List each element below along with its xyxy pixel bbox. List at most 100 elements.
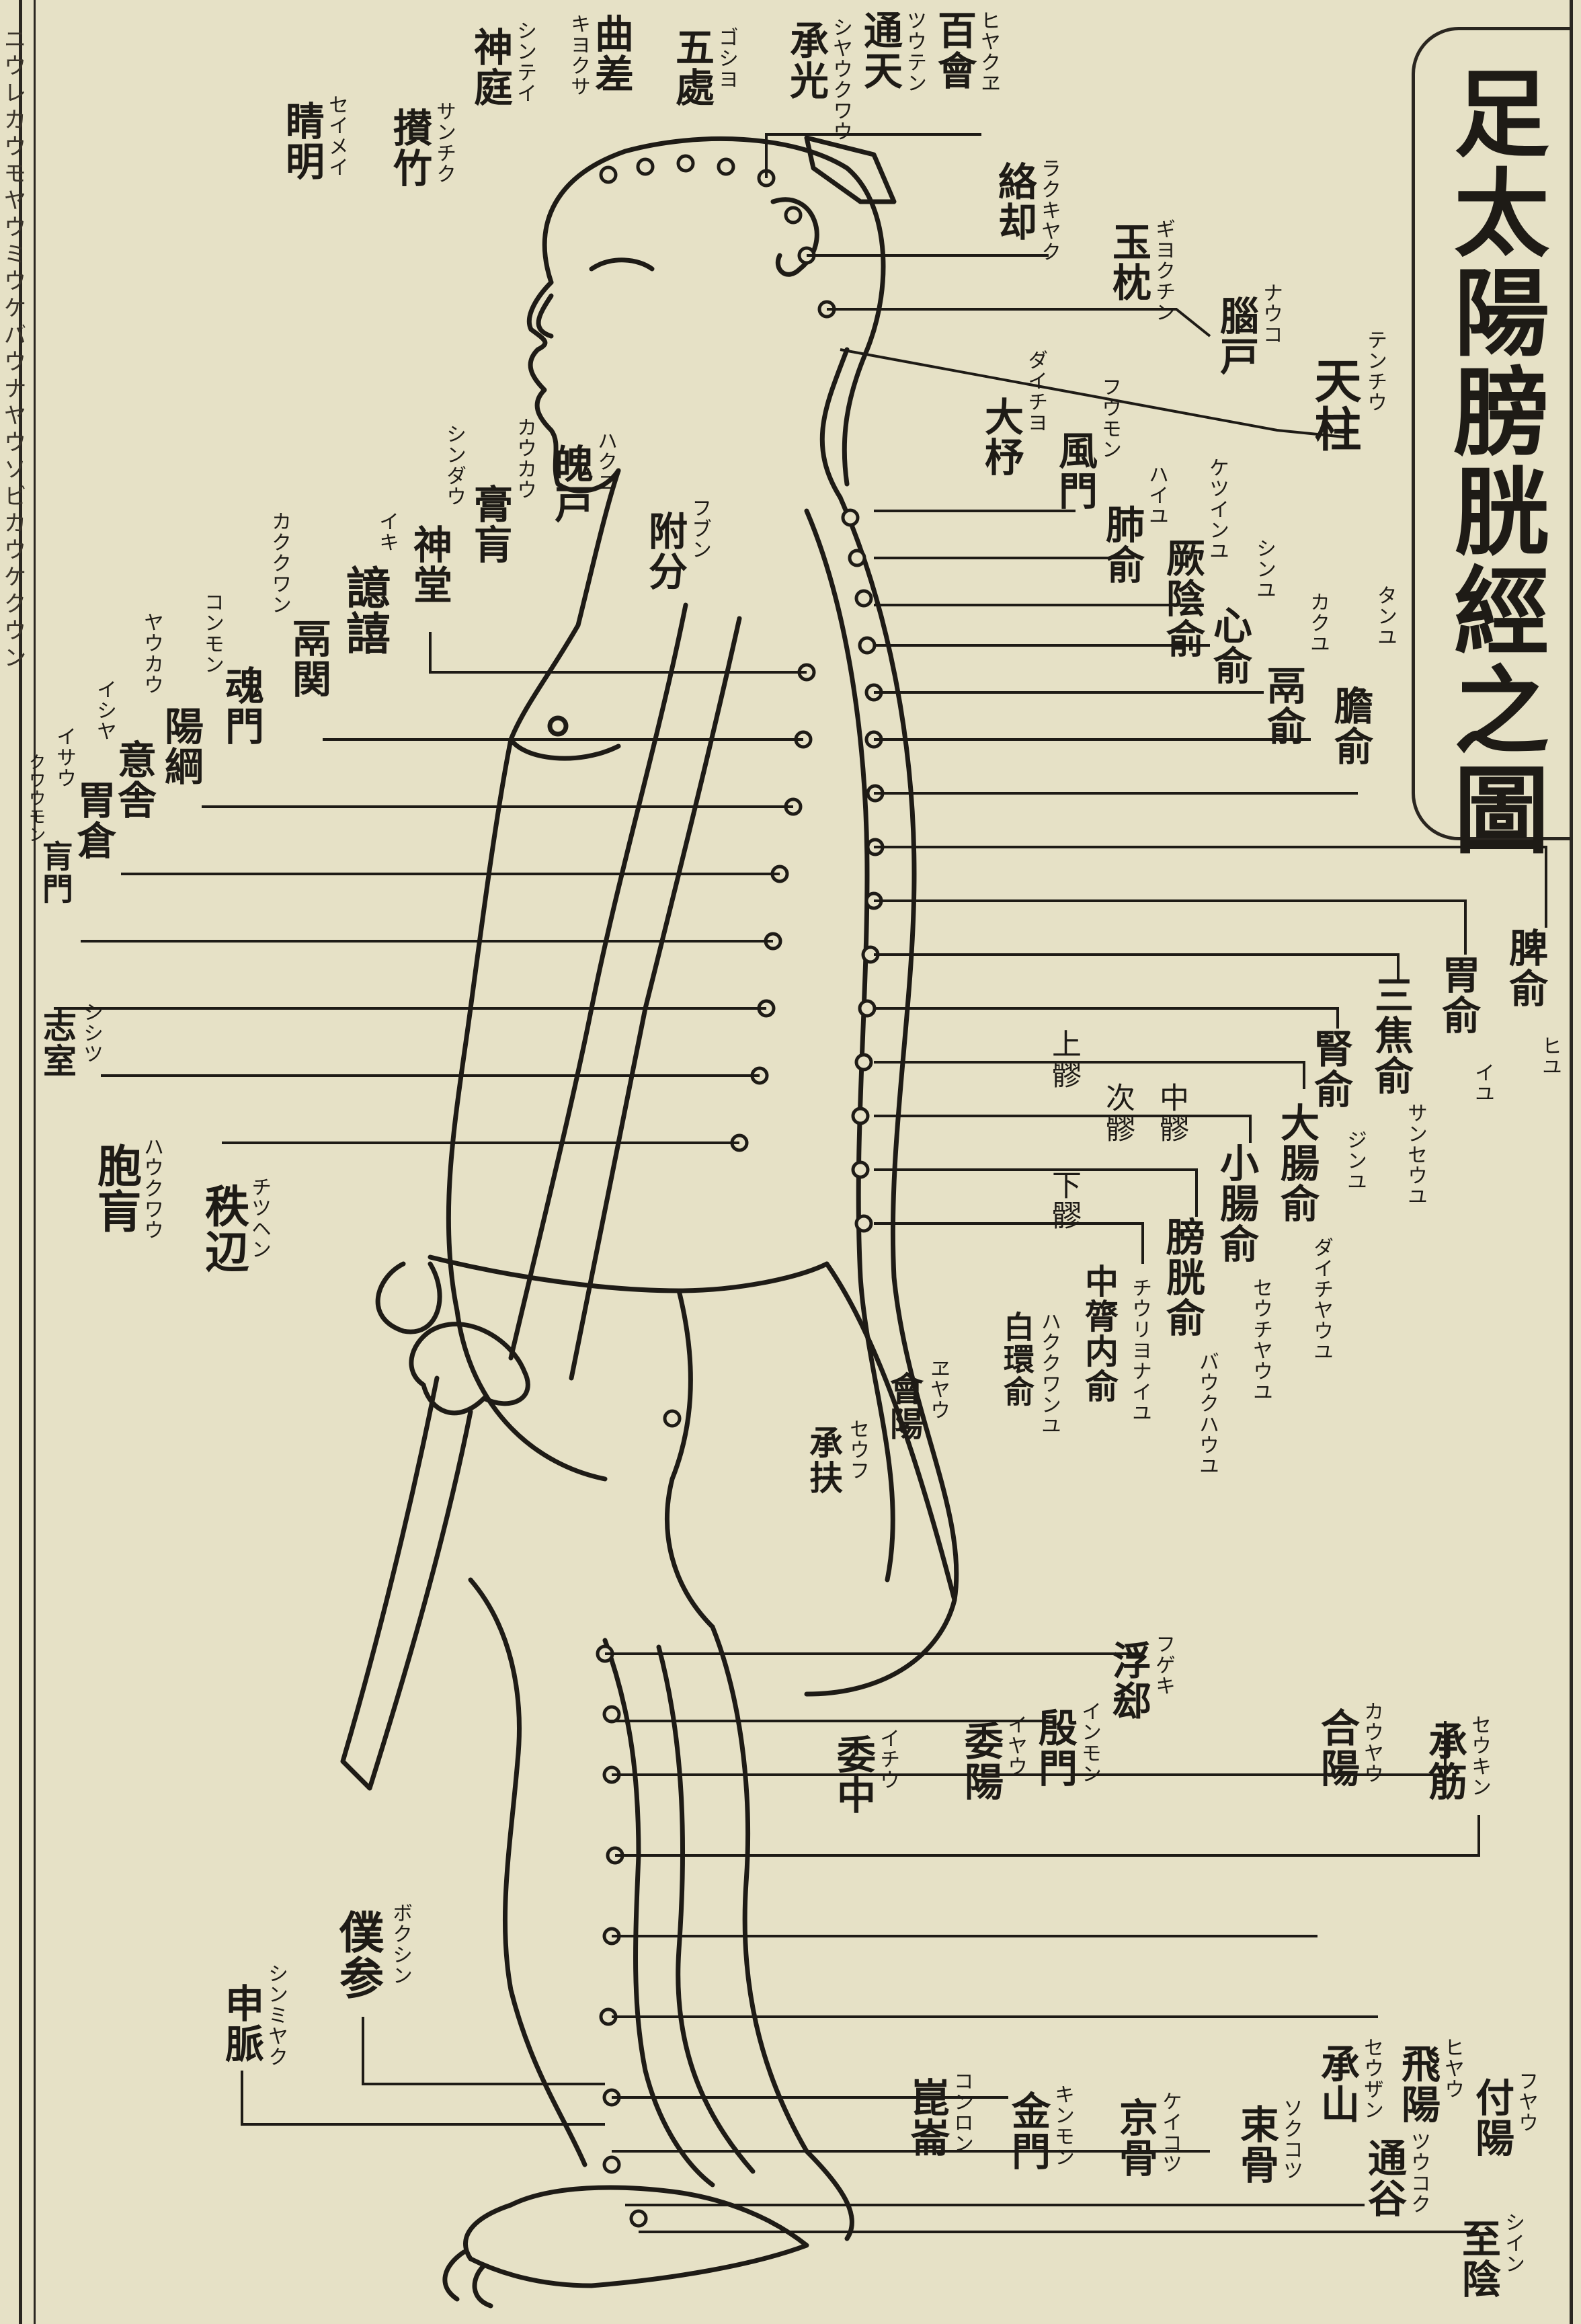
point-label-志室: 志室: [40, 1008, 74, 1078]
point-kana-鬲関: カククワン: [269, 511, 289, 615]
point-kana-僕参: ボクシン: [390, 1902, 410, 1986]
point-label-京骨: 京骨: [1116, 2097, 1155, 2178]
point-label-付陽: 付陽: [1472, 2077, 1511, 2158]
point-kana-腦戸: ナウコ: [1260, 282, 1281, 345]
point-kana-承山: セウザン: [1361, 2037, 1381, 2120]
belt-knot: [378, 1264, 440, 1332]
eye: [592, 260, 652, 269]
point-label-承山: 承山: [1318, 2044, 1356, 2124]
sash: [343, 1378, 471, 1788]
point-label-秩辺: 秩辺: [202, 1183, 246, 1275]
point-kana-厥陰俞: ケツインユ: [1207, 457, 1227, 561]
leader-line: [874, 1116, 1250, 1143]
point-kana-腎俞: ジンユ: [1344, 1129, 1365, 1192]
point-label-鬲俞: 鬲俞: [1264, 666, 1303, 746]
point-kana-束骨: ソクコツ: [1281, 2097, 1301, 2181]
point-label-天柱: 天柱: [1311, 356, 1358, 453]
point-label-肓門: 肓門: [40, 840, 71, 905]
point-dot: [604, 1707, 619, 1722]
point-kana-胃俞: イユ: [1472, 1062, 1492, 1104]
point-kana-通天: ツウテン: [904, 10, 924, 93]
point-label-崑崙: 崑崙: [907, 2077, 946, 2158]
point-kana-承光: シヤウクワウ: [830, 17, 850, 142]
point-label-膏肓: 膏肓: [471, 484, 510, 565]
point-label-睛明: 睛明: [282, 101, 321, 182]
point-kana-膽俞: タンユ: [1375, 585, 1395, 647]
hip-cloth: [667, 1291, 713, 1627]
foot: [466, 2188, 807, 2286]
point-label-膀胱俞: 膀胱俞: [1163, 1217, 1202, 1338]
point-label-上髎: 上髎: [1049, 1029, 1078, 1089]
point-label-五處: 五處: [672, 27, 711, 108]
point-kana-通谷: ツウコク: [1408, 2131, 1428, 2214]
point-kana-肺俞: ハイユ: [1146, 464, 1166, 526]
point-kana-魂門: コンモン: [202, 592, 222, 675]
point-label-腎俞: 腎俞: [1311, 1029, 1350, 1109]
leader-line: [874, 1062, 1304, 1089]
point-kana-大腸俞: ダイチヤウユ: [1311, 1237, 1331, 1362]
point-kana-心俞: シンユ: [1254, 538, 1274, 600]
point-kana-大杼: ダイチヨ: [1025, 350, 1045, 433]
point-dot: [853, 1109, 868, 1123]
point-kana-睛明: セイメイ: [326, 94, 346, 177]
point-label-百會: 百會: [934, 10, 973, 91]
leader-line: [430, 632, 807, 672]
point-dot: [719, 159, 733, 174]
belt: [430, 1257, 827, 1291]
point-label-魄戸: 魄戸: [551, 444, 590, 524]
point-label-脾俞: 脾俞: [1506, 928, 1545, 1008]
point-dot: [631, 2211, 646, 2226]
point-dot: [786, 208, 801, 223]
point-kana-意舎: イシヤ: [94, 679, 114, 742]
point-label-鬲関: 鬲関: [289, 618, 328, 699]
point-kana-曲差: キヨクサ: [568, 13, 588, 97]
point-label-曲差: 曲差: [592, 13, 631, 94]
point-kana-三焦俞: サンセウユ: [1405, 1103, 1425, 1207]
point-kana-中膂内俞: チウリヨナイユ: [1129, 1277, 1149, 1423]
point-label-肺俞: 肺俞: [1102, 504, 1141, 585]
point-label-中膂内俞: 中膂内俞: [1082, 1264, 1116, 1404]
point-kana-五處: ゴシヨ: [716, 27, 736, 89]
back-line: [807, 497, 957, 1694]
point-kana-委陽: イヤウ: [1005, 1714, 1025, 1777]
point-label-陽綱: 陽綱: [161, 706, 200, 787]
point-label-次髎: 次髎: [1102, 1082, 1132, 1143]
point-label-膽俞: 膽俞: [1331, 686, 1370, 766]
point-kana-神庭: シンテイ: [514, 20, 534, 104]
point-label-飛陽: 飛陽: [1398, 2044, 1437, 2124]
point-label-下髎: 下髎: [1049, 1170, 1078, 1230]
nipple: [550, 718, 566, 734]
point-label-胃倉: 胃倉: [74, 780, 113, 860]
leader-line: [874, 901, 1465, 955]
point-label-神庭: 神庭: [471, 27, 510, 108]
leader-line: [874, 955, 1398, 981]
point-label-承扶: 承扶: [807, 1425, 840, 1495]
point-dot: [604, 2157, 619, 2172]
point-kana-陽綱: ヤウカウ: [141, 612, 161, 695]
point-label-附分: 附分: [645, 511, 684, 592]
point-kana-申脈: シンミヤク: [266, 1963, 286, 2067]
point-label-玉枕: 玉枕: [1109, 222, 1148, 303]
point-label-通天: 通天: [860, 10, 899, 91]
point-label-白環俞: 白環俞: [1002, 1311, 1032, 1408]
point-label-腦戸: 腦戸: [1217, 296, 1256, 376]
point-kana-膏肓: カウカウ: [514, 417, 534, 500]
leader-line: [363, 2017, 605, 2084]
point-kana-百會: ヒヤクヱ: [978, 10, 998, 93]
point-label-至陰: 至陰: [1459, 2218, 1498, 2299]
point-dot: [856, 1216, 871, 1231]
hand: [411, 1324, 528, 1413]
point-dot: [850, 551, 864, 565]
point-label-胃俞: 胃俞: [1438, 955, 1477, 1035]
point-kana-崑崙: コンロン: [951, 2071, 971, 2154]
point-kana-承筋: セウキン: [1469, 1714, 1489, 1798]
nose: [538, 296, 551, 336]
chest-line: [511, 739, 618, 758]
point-dot: [853, 1162, 868, 1177]
point-label-僕参: 僕参: [336, 1909, 380, 2001]
point-label-心俞: 心俞: [1210, 605, 1249, 686]
point-label-中髎: 中髎: [1156, 1082, 1186, 1143]
point-label-殷門: 殷門: [1035, 1708, 1074, 1788]
point-dot: [638, 159, 653, 174]
